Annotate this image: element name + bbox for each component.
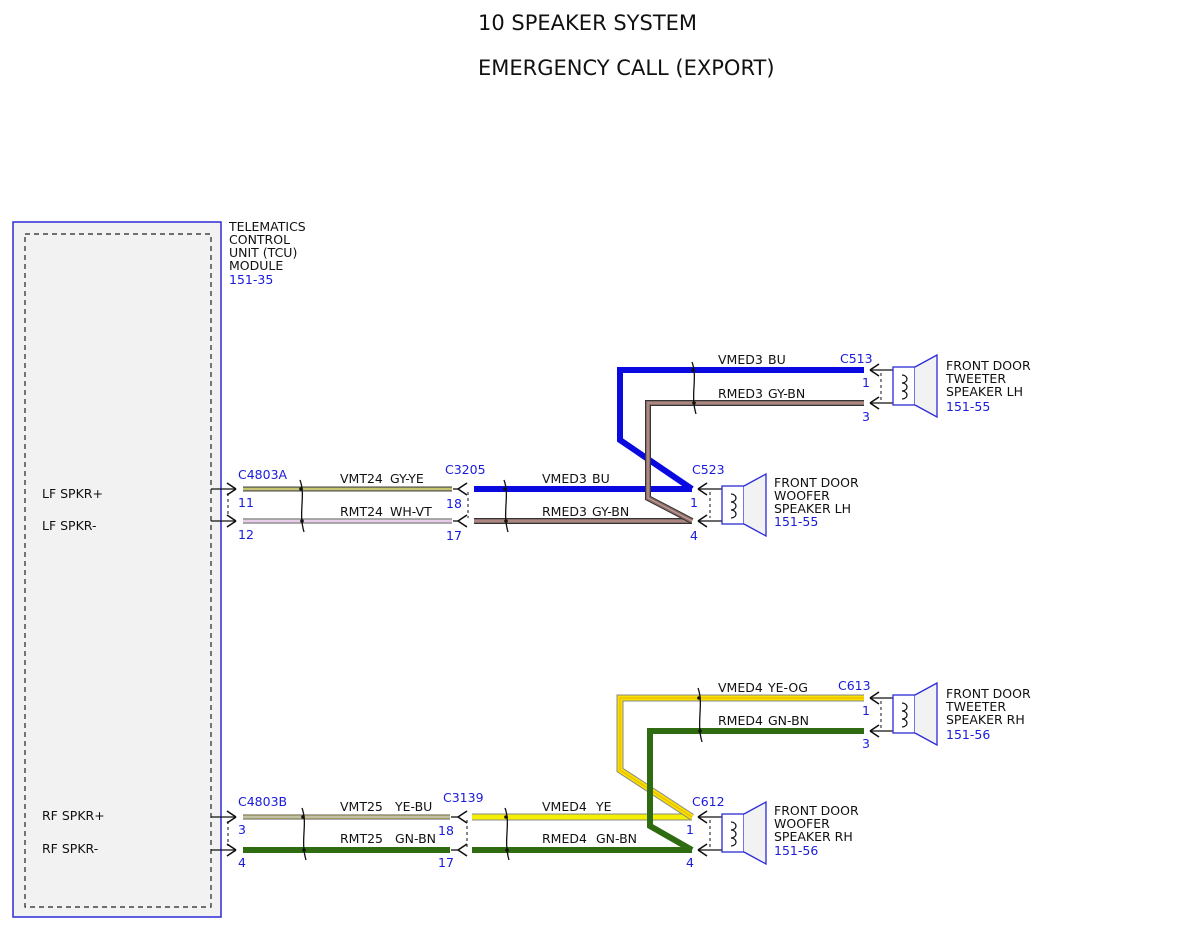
- rf-wire1-pos-circuit: VMT25: [340, 799, 383, 814]
- pin-rf-spkr-pos: RF SPKR+: [42, 808, 105, 823]
- lf-tweeter-line-2: TWEETER: [945, 371, 1006, 386]
- rf-conn2-pin-neg: 17: [438, 855, 454, 870]
- rf-conn1-name: C4803B: [238, 794, 287, 809]
- rf-tweeter-wire-pos-color: YE-OG: [767, 680, 808, 695]
- lf-tweeter-wire-pos: [617, 367, 864, 492]
- lf-tweeter-line-1: FRONT DOOR: [946, 358, 1031, 373]
- lf-woofer-conn-name: C523: [692, 462, 725, 477]
- lf-conn1-pin-neg: 12: [238, 527, 254, 542]
- pin-rf-spkr-neg: RF SPKR-: [42, 841, 98, 856]
- rf-wire2-pos-color: YE: [595, 799, 612, 814]
- rf-woofer-line-2: WOOFER: [774, 816, 830, 831]
- lf-conn1-pin-pos: 11: [238, 495, 254, 510]
- lf-wire2-pos-color: BU: [592, 471, 610, 486]
- lf-tweeter-wire-pos-circuit: VMED3: [718, 352, 763, 367]
- rf-tweeter-line-1: FRONT DOOR: [946, 686, 1031, 701]
- rf-tweeter-wire-neg-color: GN-BN: [768, 713, 809, 728]
- rf-woofer-line-3: SPEAKER RH: [774, 829, 853, 844]
- module-name-line-1: TELEMATICS: [228, 219, 306, 234]
- rf-tweeter-wire-neg: [647, 728, 864, 853]
- lf-conn2-name: C3205: [445, 462, 486, 477]
- lf-tweeter-speaker-icon: [892, 354, 938, 418]
- lf-tweeter-wire-neg-circuit: RMED3: [718, 386, 763, 401]
- lf-tweeter-wire-pos-color: BU: [768, 352, 786, 367]
- lf-tweeter-conn-pin-neg: 3: [862, 409, 870, 424]
- rf-tweeter-ref: 151-56: [946, 727, 990, 742]
- rf-conn1-pin-neg: 4: [238, 855, 246, 870]
- rf-wire2-pos-circuit: VMED4: [542, 799, 587, 814]
- rf-conn2-pin-pos: 18: [438, 823, 454, 838]
- diagram-title: 10 SPEAKER SYSTEM: [478, 11, 697, 35]
- rf-conn1-pin-pos: 3: [238, 822, 246, 837]
- rf-wire1-neg-circuit: RMT25: [340, 831, 383, 846]
- module-name-line-4: MODULE: [229, 258, 283, 273]
- lf-tweeter-conn-pin-pos: 1: [862, 375, 870, 390]
- lf-conn2-pin-neg: 17: [446, 528, 462, 543]
- pin-lf-spkr-neg: LF SPKR-: [42, 518, 97, 533]
- rf-woofer-line-1: FRONT DOOR: [774, 803, 859, 818]
- lf-woofer-ref: 151-55: [774, 514, 818, 529]
- rf-woofer-speaker-icon: [721, 801, 767, 865]
- module-name-line-3: UNIT (TCU): [229, 245, 297, 260]
- rf-wire2-neg-color: GN-BN: [596, 831, 637, 846]
- rf-tweeter-conn-name: C613: [838, 678, 871, 693]
- lf-wire2-neg-color: GY-BN: [592, 504, 629, 519]
- module-ref: 151-35: [229, 272, 273, 287]
- lf-wire2-neg-circuit: RMED3: [542, 504, 587, 519]
- rf-wire1-pos-color: YE-BU: [394, 799, 432, 814]
- lf-woofer-conn-pin-neg: 4: [690, 528, 698, 543]
- rf-tweeter-conn-pin-neg: 3: [862, 736, 870, 751]
- rf-tweeter-line-3: SPEAKER RH: [946, 712, 1025, 727]
- rf-woofer-conn-pin-pos: 1: [686, 822, 694, 837]
- lf-wire1-pos-circuit: VMT24: [340, 471, 383, 486]
- rf-woofer-conn-pin-neg: 4: [686, 855, 694, 870]
- lf-woofer-line-3: SPEAKER LH: [774, 501, 851, 516]
- lf-tweeter-ref: 151-55: [946, 399, 990, 414]
- lf-wire2-pos-circuit: VMED3: [542, 471, 587, 486]
- diagram-subtitle: EMERGENCY CALL (EXPORT): [478, 56, 775, 80]
- rf-circuit: C4803B 3 4 VMT25 YE-BU RMT25 GN-BN C3139…: [211, 678, 1031, 870]
- rf-conn2-name: C3139: [443, 790, 484, 805]
- lf-tweeter-line-3: SPEAKER LH: [946, 384, 1023, 399]
- tcu-module: TELEMATICS CONTROL UNIT (TCU) MODULE 151…: [12, 219, 306, 918]
- rf-tweeter-wire-pos-circuit: VMED4: [718, 680, 763, 695]
- rf-wire2-neg-circuit: RMED4: [542, 831, 587, 846]
- rf-tweeter-line-2: TWEETER: [945, 699, 1006, 714]
- rf-tweeter-wire-neg-circuit: RMED4: [718, 713, 763, 728]
- lf-tweeter-wire-neg-color: GY-BN: [768, 386, 805, 401]
- lf-conn1-name: C4803A: [238, 467, 288, 482]
- lf-tweeter-conn-name: C513: [840, 351, 873, 366]
- lf-woofer-line-2: WOOFER: [774, 488, 830, 503]
- lf-wire1-neg-color: WH-VT: [390, 504, 432, 519]
- lf-wire1-pos-color: GY-YE: [390, 471, 424, 486]
- lf-circuit: C4803A 11 12 VMT24 GY-YE RMT24 WH-VT C32…: [211, 351, 1031, 543]
- module-name-line-2: CONTROL: [229, 232, 290, 247]
- lf-conn2-pin-pos: 18: [446, 496, 462, 511]
- rf-wire1-neg-color: GN-BN: [395, 831, 436, 846]
- lf-woofer-conn-pin-pos: 1: [690, 495, 698, 510]
- rf-tweeter-speaker-icon: [892, 682, 938, 746]
- rf-tweeter-conn-pin-pos: 1: [862, 703, 870, 718]
- lf-woofer-line-1: FRONT DOOR: [774, 475, 859, 490]
- rf-woofer-conn-name: C612: [692, 794, 725, 809]
- lf-woofer-speaker-icon: [721, 473, 767, 537]
- pin-lf-spkr-pos: LF SPKR+: [42, 486, 103, 501]
- lf-wire1-neg-circuit: RMT24: [340, 504, 383, 519]
- rf-woofer-ref: 151-56: [774, 843, 818, 858]
